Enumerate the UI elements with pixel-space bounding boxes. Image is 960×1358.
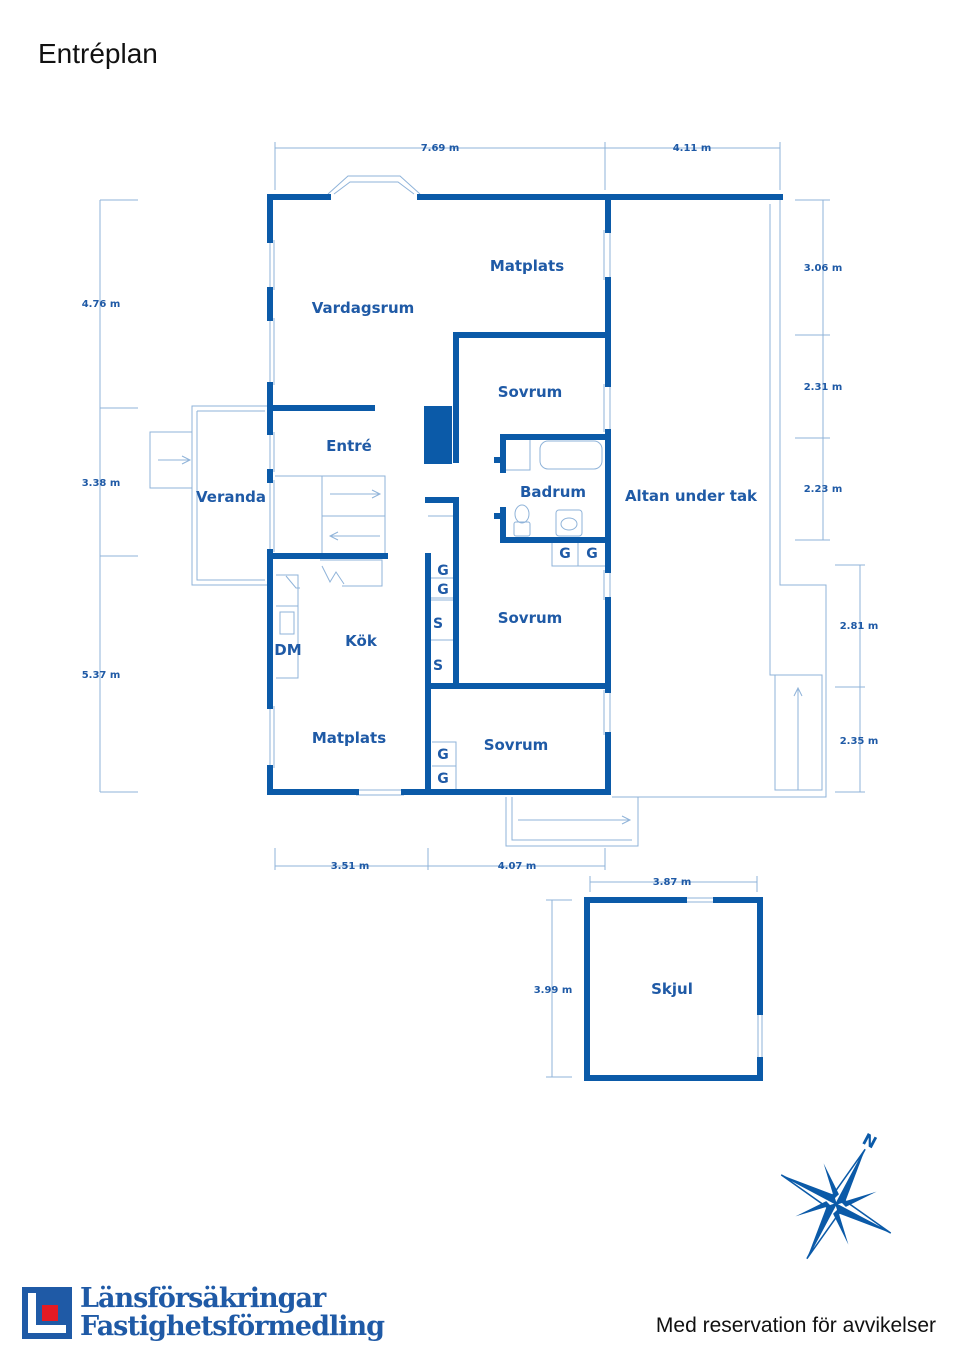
storage-g: G: [437, 582, 449, 598]
room-sovrum-2: Sovrum: [498, 609, 563, 627]
storage-g: G: [437, 771, 449, 787]
walls: [267, 194, 783, 1081]
compass-rose-icon: N: [780, 1129, 892, 1260]
room-sovrum-1: Sovrum: [498, 383, 563, 401]
dimension-label: 3.51 m: [331, 861, 370, 872]
storage-g: G: [559, 546, 571, 562]
brand-mark-icon: [22, 1287, 72, 1339]
room-badrum: Badrum: [520, 483, 586, 501]
dimension-label: 4.76 m: [82, 299, 121, 310]
dimension-label: 7.69 m: [421, 143, 460, 154]
dimension-label: 2.81 m: [840, 621, 879, 632]
storage-g: G: [586, 546, 598, 562]
room-dm: DM: [274, 641, 301, 659]
page-title: Entréplan: [38, 38, 158, 69]
dimension-label: 5.37 m: [82, 670, 121, 681]
storage-g: G: [437, 563, 449, 579]
room-kok: Kök: [345, 632, 378, 650]
dimension-lines: [99, 142, 865, 1078]
brand-name-line2: Fastighetsförmedling: [80, 1311, 385, 1342]
brand-name-line1: Länsförsäkringar: [80, 1283, 326, 1314]
fireplace: [424, 406, 452, 464]
dimension-label: 4.11 m: [673, 143, 712, 154]
dimension-label: 2.23 m: [804, 484, 843, 495]
storage-s: S: [433, 658, 443, 674]
room-matplats-bottom: Matplats: [312, 729, 386, 747]
room-altan: Altan under tak: [625, 487, 758, 505]
dimension-label: 3.06 m: [804, 263, 843, 274]
room-skjul: Skjul: [651, 980, 693, 998]
room-sovrum-3: Sovrum: [484, 736, 549, 754]
compass-north-label: N: [859, 1129, 880, 1152]
dimension-label: 2.35 m: [840, 736, 879, 747]
dimension-label: 2.31 m: [804, 382, 843, 393]
dimension-label: 3.38 m: [82, 478, 121, 489]
dimension-label: 3.87 m: [653, 877, 692, 888]
room-entre: Entré: [326, 437, 372, 455]
disclaimer-text: Med reservation för avvikelser: [655, 1314, 936, 1337]
storage-s: S: [433, 616, 443, 632]
room-veranda: Veranda: [196, 488, 266, 506]
dimension-label: 3.99 m: [534, 985, 573, 996]
room-matplats-top: Matplats: [490, 257, 564, 275]
storage-g: G: [437, 747, 449, 763]
brand-logo: Länsförsäkringar Fastighetsförmedling: [22, 1283, 385, 1342]
dimension-label: 4.07 m: [498, 861, 537, 872]
room-vardagsrum: Vardagsrum: [312, 299, 415, 317]
